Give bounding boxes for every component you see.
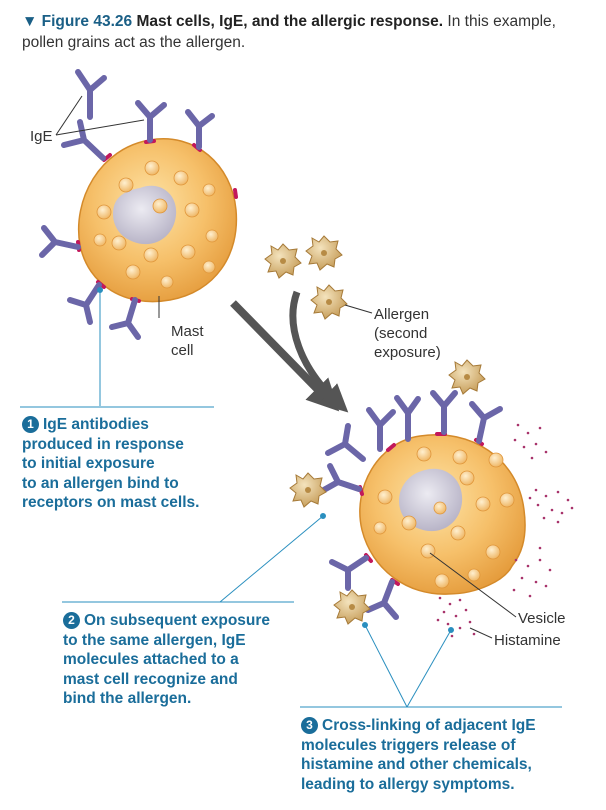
step-3-leader [300,622,562,708]
label-allergen-line2: (second [374,325,427,342]
histamine-particles [436,423,574,638]
process-arrow-straight [230,300,340,412]
step-1-line-4: to an allergen bind to [22,474,179,492]
nucleus-initial [112,185,177,245]
vesicles-initial [93,160,219,289]
step-3-line-3: histamine and other chemicals, [301,756,532,773]
vesicles-activated [373,446,515,589]
mast-cell-initial [76,138,238,303]
figure-caption: ▼ Figure 43.26 Mast cells, IgE, and the … [22,11,597,53]
ige-leader-lines [55,95,145,136]
step-1-line-2: produced in response [22,435,184,453]
step-2-line-4: mast cell recognize and [63,670,238,688]
step-3-line-2: molecules triggers release of [301,736,516,754]
step-1-number: 1 [22,416,39,433]
step-1-leader [20,287,214,408]
step-3-line-1: Cross-linking of adjacent IgE [322,717,536,734]
label-mast-line2: cell [171,342,194,359]
ige-antibodies-activated [319,390,503,620]
allergen-leader-line [344,304,373,314]
figure-number: Figure 43.26 [41,13,133,30]
label-ige: IgE [30,128,53,145]
pollen-grain [264,243,302,279]
step-1-line-5: receptors on mast cells. [22,494,200,511]
pollen-grain [333,589,371,625]
figure-caption-text: In this example, pollen grains act as th… [22,13,556,51]
step-2-line-5: bind the allergen. [63,690,192,707]
step-2-number: 2 [63,612,80,629]
mast-cell-activated [358,432,526,595]
pollen-grain [310,284,348,320]
label-allergen-line1: Allergen [374,306,429,323]
histamine-leader-line [469,627,493,639]
step-1-line-3: to initial exposure [22,455,155,472]
figure-caption-marker: ▼ [22,13,38,30]
vesicle-leader-line [429,552,517,618]
pollen-free [264,235,348,320]
pollen-grain [305,235,343,271]
figure-title: Mast cells, IgE, and the allergic respon… [136,13,444,30]
step-2-line-1: On subsequent exposure [84,612,271,629]
label-mast-line1: Mast [171,323,204,340]
step-3-number: 3 [301,717,318,734]
step-2-leader [62,513,326,603]
step-2-line-3: molecules attached to a [63,651,239,668]
pollen-grain [289,472,327,508]
pollen-bound [289,359,486,625]
label-vesicle: Vesicle [518,610,566,627]
nucleus-activated [398,468,463,532]
ige-antibodies-initial [39,69,215,340]
step-1-line-1: IgE antibodies [43,416,149,433]
process-arrow-curved [289,290,349,413]
step-3-line-4: leading to allergy symptoms. [301,775,515,793]
label-allergen-line3: exposure) [374,344,441,361]
pollen-grain [448,359,486,395]
step-2-line-2: to the same allergen, IgE [63,631,246,649]
label-histamine: Histamine [494,632,561,649]
